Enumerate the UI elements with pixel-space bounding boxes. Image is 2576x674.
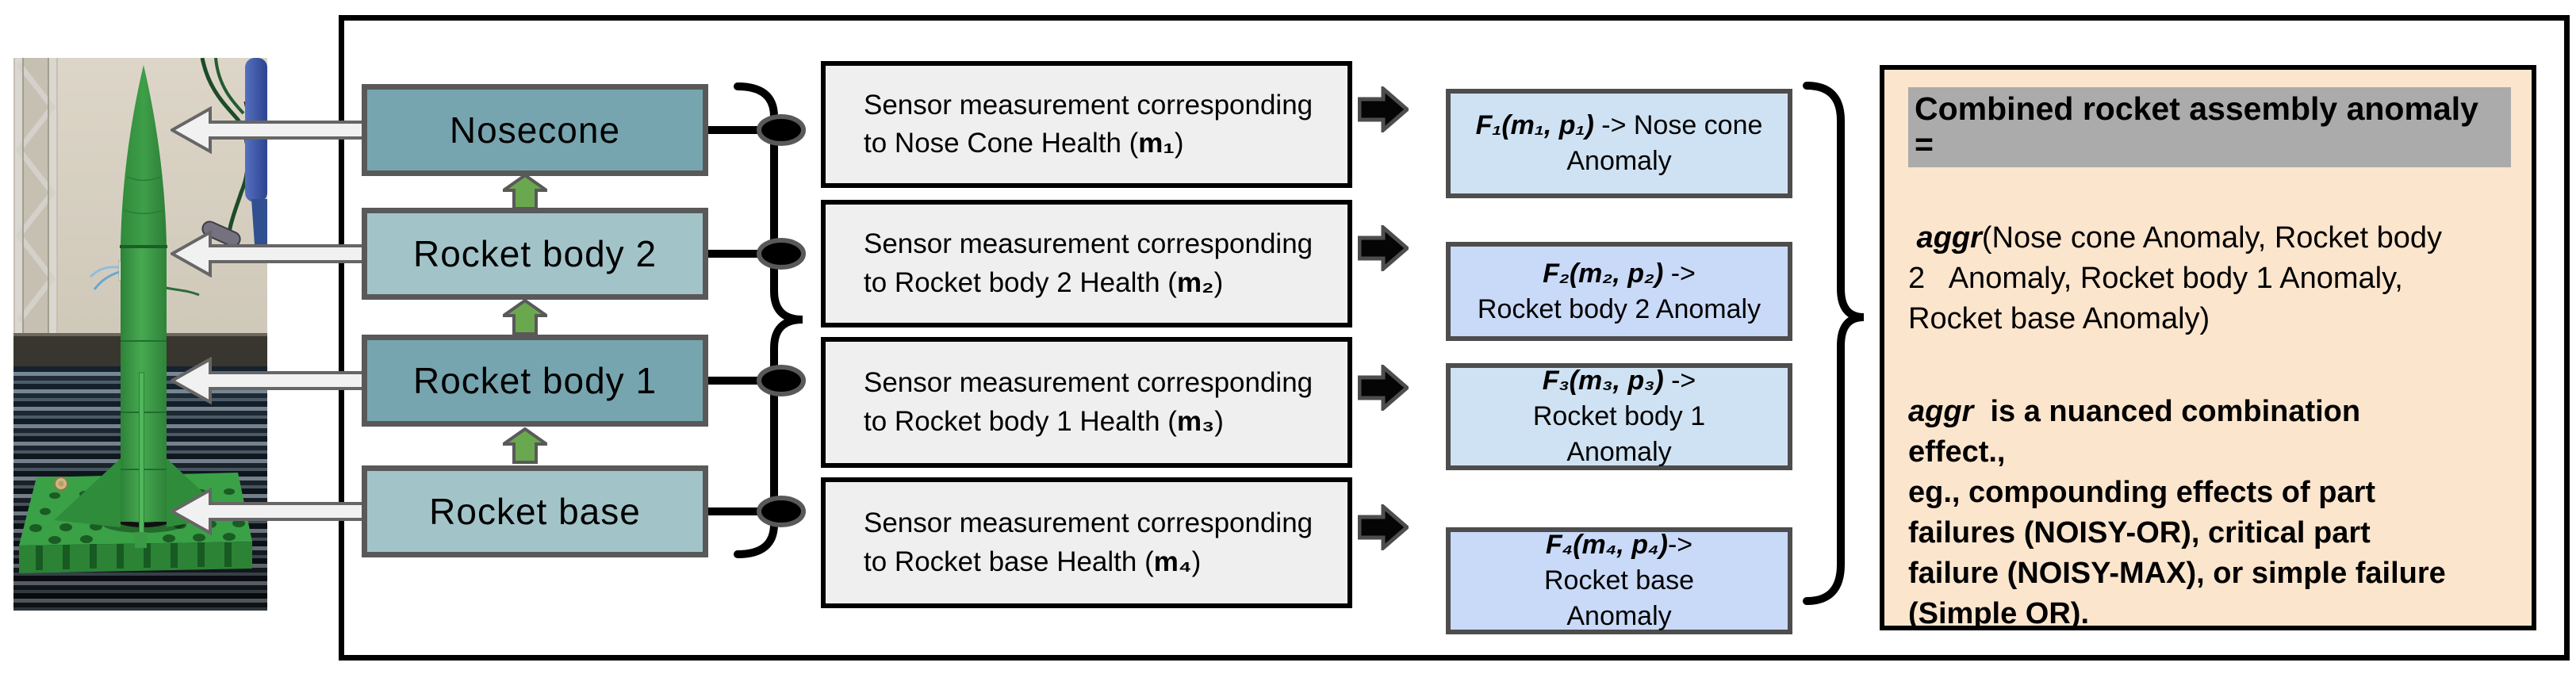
sensor-text: Sensor measurement corresponding to Nose… bbox=[864, 89, 1313, 159]
body1-pointer-arrow-icon bbox=[171, 357, 369, 404]
combined-anomaly-box: Combined rocket assembly anomaly = aggr(… bbox=[1880, 65, 2536, 630]
shelf-truss bbox=[13, 58, 58, 333]
aggr-definition-text: aggr is a nuanced combination effect., e… bbox=[1908, 395, 2446, 631]
sensor-box-body2: Sensor measurement corresponding to Rock… bbox=[821, 200, 1352, 327]
part-box-body1: Rocket body 1 bbox=[362, 335, 708, 427]
measurement-symbol: m₃ bbox=[1176, 405, 1215, 437]
rocket-photo bbox=[13, 58, 267, 611]
rocket-fin-left bbox=[54, 458, 121, 527]
part-label: Nosecone bbox=[449, 109, 621, 151]
sensor-text: Sensor measurement corresponding to Rock… bbox=[864, 367, 1313, 437]
aggr-function-name: aggr bbox=[1908, 221, 1982, 255]
nosecone-pointer-arrow-icon bbox=[171, 106, 369, 154]
part-box-nosecone: Nosecone bbox=[362, 84, 708, 176]
measurement-symbol: m₁ bbox=[1138, 128, 1175, 159]
parts-assembly-brace bbox=[706, 82, 806, 558]
right-arrow-icon bbox=[1358, 365, 1409, 411]
sensor-box-body1: Sensor measurement corresponding to Rock… bbox=[821, 337, 1352, 468]
rocket-nosecone bbox=[121, 65, 167, 246]
aggr-call-text: aggr(Nose cone Anomaly, Rocket body 2 An… bbox=[1908, 221, 2443, 336]
brace-path bbox=[734, 82, 803, 558]
combined-anomaly-title: Combined rocket assembly anomaly = bbox=[1908, 87, 2511, 168]
measurement-symbol: m₄ bbox=[1153, 546, 1192, 577]
up-arrow-icon bbox=[503, 299, 547, 335]
right-arrow-icon bbox=[1358, 504, 1409, 550]
sensor-box-nosecone: Sensor measurement corresponding to Nose… bbox=[821, 61, 1352, 188]
anomaly-formula: F₄(m₄, p₄) bbox=[1545, 530, 1668, 561]
up-arrow-icon bbox=[503, 427, 547, 464]
anomaly-box-nosecone: F₁(m₁, p₁) -> Nose cone Anomaly bbox=[1446, 89, 1792, 198]
anomaly-text: F₁(m₁, p₁) -> Nose cone Anomaly bbox=[1475, 110, 1763, 176]
measurement-symbol: m₂ bbox=[1176, 266, 1214, 298]
up-arrow-icon bbox=[503, 174, 547, 210]
sensor-text: Sensor measurement corresponding to Rock… bbox=[864, 228, 1313, 298]
anomaly-box-body1: F₃(m₃, p₃) -> Rocket body 1 Anomaly bbox=[1446, 363, 1792, 470]
sensor-text: Sensor measurement corresponding to Rock… bbox=[864, 507, 1313, 577]
anomaly-box-base: F₄(m₄, p₄)-> Rocket base Anomaly bbox=[1446, 527, 1792, 634]
sensor-cylinder bbox=[201, 220, 241, 247]
aggregation-brace bbox=[1803, 82, 1865, 605]
part-box-base: Rocket base bbox=[362, 465, 708, 557]
part-label: Rocket body 1 bbox=[412, 360, 657, 401]
part-label: Rocket body 2 bbox=[412, 233, 657, 274]
part-box-body2: Rocket body 2 bbox=[362, 208, 708, 300]
anomaly-formula: F₁(m₁, p₁) bbox=[1475, 110, 1594, 141]
connection-dots bbox=[757, 114, 806, 527]
part-label: Rocket base bbox=[429, 491, 641, 532]
right-arrow-icon bbox=[1358, 225, 1409, 271]
sensor-box-base: Sensor measurement corresponding to Rock… bbox=[821, 477, 1352, 608]
body2-pointer-arrow-icon bbox=[171, 230, 369, 278]
anomaly-text: F₂(m₂, p₂) -> Rocket body 2 Anomaly bbox=[1477, 258, 1761, 324]
base-pointer-arrow-icon bbox=[171, 488, 369, 535]
aggr-function-name: aggr bbox=[1908, 395, 1974, 429]
anomaly-formula: F₃(m₃, p₃) bbox=[1542, 366, 1664, 396]
anomaly-box-body2: F₂(m₂, p₂) -> Rocket body 2 Anomaly bbox=[1446, 242, 1792, 341]
launch-rod bbox=[135, 372, 147, 548]
anomaly-formula: F₂(m₂, p₂) bbox=[1543, 258, 1664, 289]
anomaly-text: F₃(m₃, p₃) -> Rocket body 1 Anomaly bbox=[1532, 366, 1706, 467]
right-arrow-icon bbox=[1358, 86, 1409, 132]
anomaly-text: F₄(m₄, p₄)-> Rocket base Anomaly bbox=[1544, 530, 1694, 631]
